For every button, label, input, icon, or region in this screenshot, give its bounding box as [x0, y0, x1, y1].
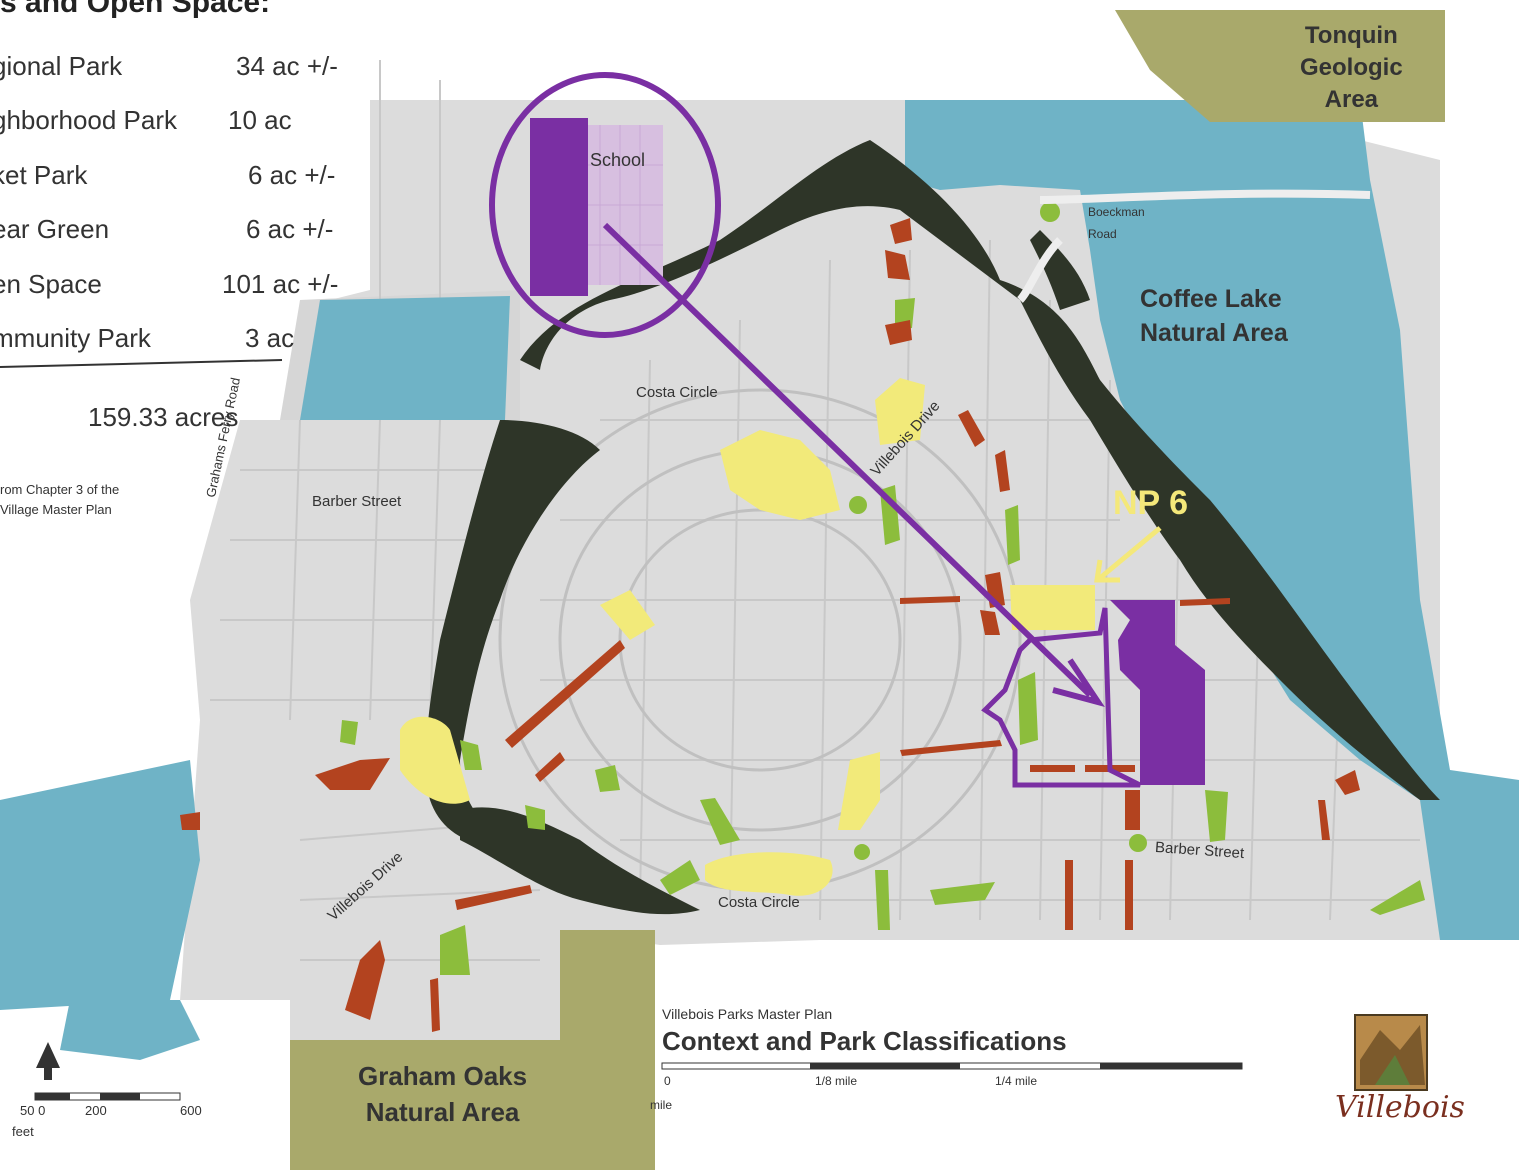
costa-circle-label: Costa Circle: [718, 894, 800, 911]
legend-row: gional Park 34 ac +/-: [0, 51, 352, 91]
graham-oaks-area: [290, 930, 655, 1170]
boeckman-road-label: Road: [1088, 227, 1117, 241]
boeckman-road-label: Boeckman: [1088, 205, 1145, 219]
neighborhood-parks: [400, 378, 1095, 896]
legend-heading: s and Open Space:: [0, 0, 271, 19]
np6-school-block: [1110, 600, 1205, 785]
scale-unit-label: mile: [650, 1098, 673, 1112]
villebois-logo-icon: [1354, 1014, 1428, 1091]
legend-row-value: 10 ac: [228, 105, 292, 135]
tonquin-label-line: Tonquin: [1304, 22, 1398, 49]
legend-row-name: ket Park: [0, 160, 88, 190]
feet-scale-unit: feet: [12, 1124, 34, 1139]
legend-row: mmunity Park 3 ac: [0, 323, 352, 363]
legend-row-value: 34 ac +/-: [236, 51, 338, 81]
mile-scale-bar: [661, 1062, 1243, 1070]
coffee-lake-label: Coffee Lake Natural Area: [1140, 282, 1288, 350]
tonquin-label-line: Geologic: [1300, 54, 1403, 81]
legend-row-value: 6 ac +/-: [246, 214, 334, 244]
barber-street-label: Barber Street: [312, 493, 402, 510]
feet-scale-tick: 200: [85, 1103, 107, 1118]
legend-row: ear Green 6 ac +/-: [0, 214, 352, 254]
legend-row: ghborhood Park 10 ac: [0, 105, 352, 145]
major-roads: [1016, 189, 1371, 303]
legend-row-name: ghborhood Park: [0, 105, 178, 135]
costa-circle-label: Costa Circle: [636, 384, 718, 401]
legend-row: ket Park 6 ac +/-: [0, 160, 352, 200]
np6-pointer-head: [1094, 559, 1120, 583]
scale-label-quarter: 1/4 mile: [995, 1074, 1038, 1088]
legend-total: 159.33 acres: [88, 402, 239, 432]
map-subtitle: Villebois Parks Master Plan: [662, 1006, 833, 1022]
np6-outline: [981, 607, 1142, 788]
np6-pointer: [1098, 526, 1162, 580]
legend-source-note: rom Chapter 3 of the: [0, 482, 120, 497]
north-arrow-icon: [36, 1042, 60, 1080]
graham-oaks-label: Graham Oaks Natural Area: [358, 1058, 527, 1130]
school-grid: [588, 125, 663, 285]
tonquin-label: Tonquin Geologic Area: [1300, 20, 1403, 116]
legend-row-value: 3 ac: [245, 323, 295, 353]
legend-row-name: mmunity Park: [0, 323, 151, 353]
school-dark-area: [530, 118, 588, 296]
feet-scale-tick: 50 0: [20, 1103, 46, 1118]
feet-scale-tick: 600: [180, 1103, 202, 1118]
legend-row: en Space 101 ac +/-: [0, 269, 352, 309]
legend-source-note: Village Master Plan: [0, 502, 112, 517]
annotation-arrow: [602, 222, 1093, 698]
scale-label-0: 0: [664, 1074, 671, 1088]
linear-greens: [180, 218, 1360, 1032]
annotation-arrowhead: [1052, 658, 1105, 707]
map-title: Context and Park Classifications: [662, 1026, 1067, 1056]
legend-row-name: en Space: [0, 269, 102, 299]
school-label: School: [590, 150, 646, 170]
graham-oaks-label-line: Natural Area: [365, 1097, 520, 1127]
coffee-lake-label-line: Coffee Lake: [1140, 285, 1282, 313]
tonquin-label-line: Area: [1324, 86, 1379, 113]
legend-row-name: gional Park: [0, 51, 123, 81]
np6-label: NP 6: [1113, 484, 1188, 522]
pocket-parks: [340, 202, 1425, 975]
school-circle[interactable]: [489, 72, 721, 338]
scale-label-eighth: 1/8 mile: [815, 1074, 858, 1088]
villebois-logo-text: Villebois: [1335, 1090, 1465, 1125]
forest-band: [425, 140, 1440, 915]
legend-rule: [0, 359, 283, 368]
tonquin-area: [1115, 10, 1445, 122]
coffee-lake-label-line: Natural Area: [1140, 319, 1288, 347]
legend-row-value: 6 ac +/-: [248, 160, 336, 190]
legend-row-value: 101 ac +/-: [222, 269, 339, 299]
graham-oaks-label-line: Graham Oaks: [358, 1061, 528, 1091]
feet-scale-bar: [34, 1092, 181, 1101]
legend-row-name: ear Green: [0, 214, 110, 244]
